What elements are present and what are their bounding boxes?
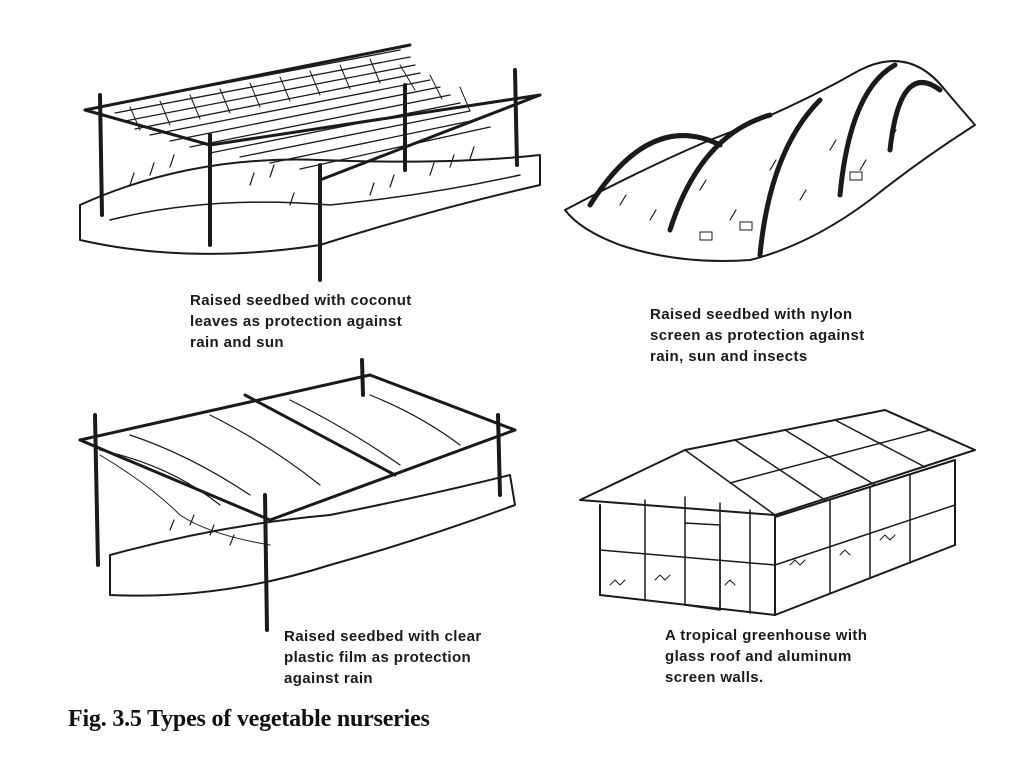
plastic-film-caption: Raised seedbed with clear plastic film a… [284,626,482,689]
plastic-film-illustration [70,355,530,632]
greenhouse-illustration [575,405,980,620]
nylon-tunnel-caption: Raised seedbed with nylon screen as prot… [650,304,865,367]
caption-line: Raised seedbed with nylon [650,306,853,323]
coconut-seedbed-drawing [79,43,542,282]
greenhouse-drawing [579,409,976,616]
caption-line: rain and sun [190,334,284,351]
plastic-film-drawing [78,358,517,632]
caption-line: Raised seedbed with clear [284,628,482,645]
caption-line: against rain [284,670,373,687]
caption-line: A tropical greenhouse with [665,627,868,644]
coconut-seedbed-illustration [70,35,550,290]
caption-line: Raised seedbed with coconut [190,292,412,309]
caption-line: plastic film as protection [284,649,472,666]
caption-line: rain, sun and insects [650,348,808,365]
nylon-tunnel-drawing [564,60,976,262]
caption-line: screen as protection against [650,327,865,344]
caption-line: leaves as protection against [190,313,403,330]
caption-line: screen walls. [665,669,764,686]
figure-title: Fig. 3.5 Types of vegetable nurseries [68,706,430,732]
nylon-tunnel-illustration [560,30,980,270]
caption-line: glass roof and aluminum [665,648,852,665]
coconut-seedbed-caption: Raised seedbed with coconut leaves as pr… [190,290,412,353]
greenhouse-caption: A tropical greenhouse with glass roof an… [665,625,867,688]
